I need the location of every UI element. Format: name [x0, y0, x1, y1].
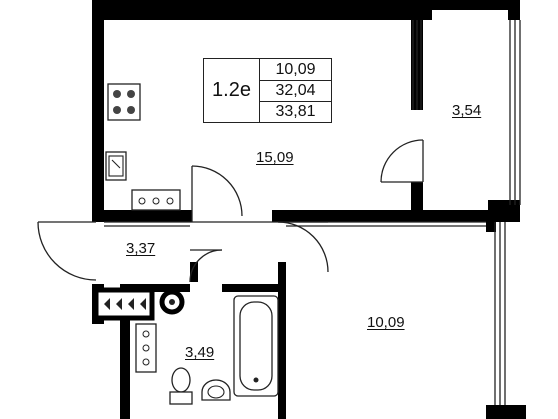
living-window	[412, 20, 422, 110]
bathroom-sink	[201, 379, 231, 401]
apartment-code: 1.2e	[204, 59, 260, 122]
area-value-1: 10,09	[260, 59, 331, 81]
kitchen-counter	[131, 189, 181, 211]
living-room-area: 15,09	[256, 149, 294, 166]
balcony-window	[509, 20, 521, 205]
bedroom-area: 10,09	[367, 314, 405, 331]
kitchen-sink	[105, 151, 127, 181]
balcony-area: 3,54	[452, 102, 482, 119]
apartment-info-badge: 1.2e 10,09 32,04 33,81	[203, 58, 332, 123]
area-value-2: 32,04	[260, 80, 331, 102]
hallway-area: 3,37	[126, 240, 156, 257]
toilet	[169, 367, 193, 405]
stove	[107, 83, 141, 121]
area-value-3: 33,81	[275, 103, 316, 120]
washing-counter	[135, 323, 157, 373]
interior-lines	[104, 221, 486, 227]
bathtub	[233, 295, 279, 397]
bedroom-window	[494, 222, 506, 405]
hall-wardrobe	[93, 287, 185, 321]
bathroom-area: 3,49	[185, 344, 215, 361]
